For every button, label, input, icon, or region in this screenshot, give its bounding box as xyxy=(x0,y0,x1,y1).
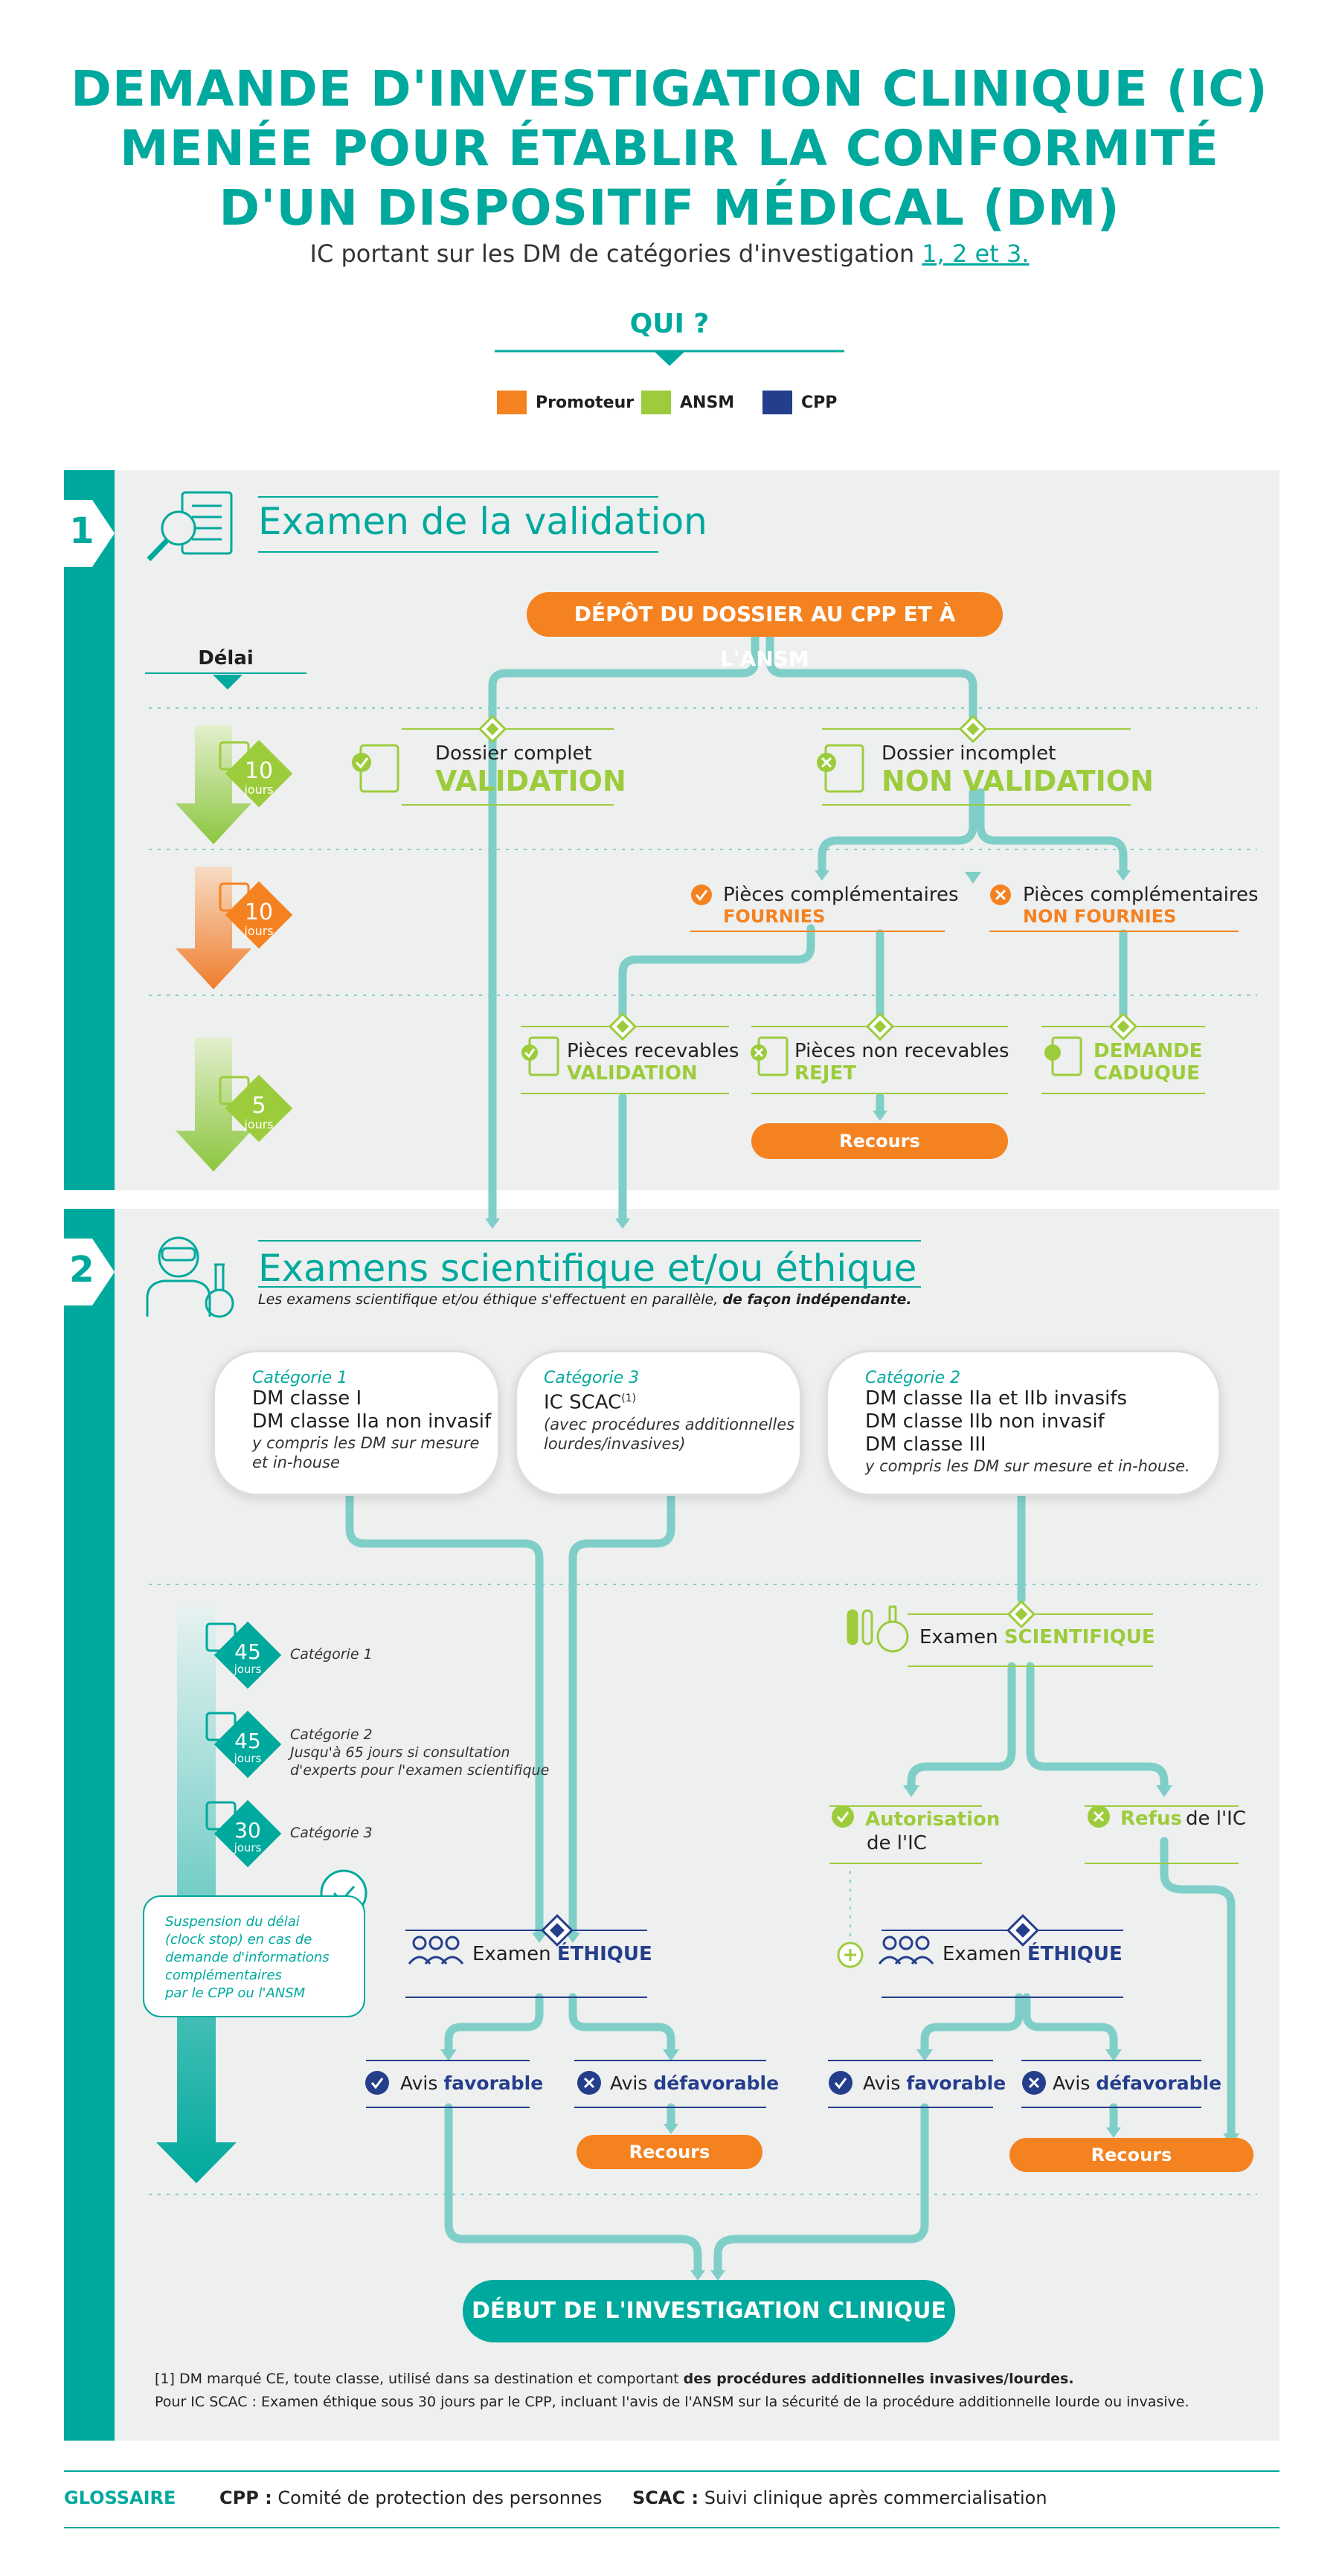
category-2-card: Catégorie 2 DM classe IIa et IIb invasif… xyxy=(826,1350,1221,1496)
pieces-non-fournies-node: Pièces complémentaires NON FOURNIES xyxy=(1023,884,1259,927)
avis-favorable-right: Avis favorable xyxy=(863,2072,1006,2094)
delay-arrow-section2 xyxy=(156,1607,237,2183)
avis-favorable-left: Avis favorable xyxy=(400,2072,544,2094)
suspension-box: Suspension du délai (clock stop) en cas … xyxy=(143,1895,365,2017)
delay-arrow-3 xyxy=(176,1038,251,1172)
timer-cat3-label: Catégorie 3 xyxy=(290,1825,373,1841)
timer-cat1-label: Catégorie 1 xyxy=(290,1646,373,1663)
footnote-2: Pour IC SCAC : Examen éthique sous 30 jo… xyxy=(155,2394,1189,2410)
title-line-3: D'UN DISPOSITIF MÉDICAL (DM) xyxy=(219,179,1120,237)
delai-label: Délai xyxy=(198,647,254,669)
qui-heading: QUI ? xyxy=(629,309,710,339)
autorisation-node: Autorisation de l'IC xyxy=(865,1808,1001,1854)
subtitle: IC portant sur les DM de catégories d'in… xyxy=(309,240,1030,268)
depot-dossier-node: DÉPÔT DU DOSSIER AU CPP ET À L'ANSM xyxy=(527,592,1003,671)
section-1-number: 1 xyxy=(69,510,94,552)
examen-scientifique-node: Examen SCIENTIFIQUE xyxy=(919,1626,1155,1648)
debut-investigation-node: DÉBUT DE L'INVESTIGATION CLINIQUE xyxy=(463,2280,955,2342)
pieces-recevables-node: Pièces recevables VALIDATION xyxy=(567,1040,739,1085)
avis-defavorable-left: Avis défavorable xyxy=(610,2072,780,2094)
categories-link[interactable]: 1, 2 et 3. xyxy=(922,240,1030,268)
examen-ethique-left: Examen ÉTHIQUE xyxy=(472,1943,652,1965)
recours-button-2: Recours xyxy=(577,2135,762,2169)
examen-ethique-right: Examen ÉTHIQUE xyxy=(943,1943,1123,1965)
section-2-title: Examens scientifique et/ou éthique xyxy=(258,1247,917,1290)
pieces-non-recevables-node: Pièces non recevables REJET xyxy=(794,1040,1009,1085)
legend-ansm: ANSM xyxy=(641,391,734,414)
dossier-complet-node: Dossier complet VALIDATION xyxy=(435,742,626,797)
section-1-title: Examen de la validation xyxy=(258,500,707,543)
category-3-card: Catégorie 3 IC SCAC(1) (avec procédures … xyxy=(515,1350,802,1496)
timer-cat2-label: Catégorie 2 Jusqu'à 65 jours si consulta… xyxy=(290,1727,550,1779)
footnote-1: [1] DM marqué CE, toute classe, utilisé … xyxy=(155,2371,1074,2387)
page-title: DEMANDE D'INVESTIGATION CLINIQUE (IC) ME… xyxy=(0,60,1339,238)
delay-arrow-2 xyxy=(176,867,251,989)
glossaire-scac: SCAC : Suivi clinique après commercialis… xyxy=(632,2487,1047,2508)
title-line-1: DEMANDE D'INVESTIGATION CLINIQUE (IC) xyxy=(71,60,1268,118)
dossier-incomplet-node: Dossier incomplet NON VALIDATION xyxy=(882,742,1154,797)
glossaire-cpp: CPP : Comité de protection des personnes xyxy=(219,2487,603,2508)
title-line-2: MENÉE POUR ÉTABLIR LA CONFORMITÉ xyxy=(119,120,1220,177)
avis-defavorable-right: Avis défavorable xyxy=(1053,2072,1222,2094)
section-1-panel xyxy=(64,470,1279,1190)
demande-caduque-node: DEMANDE CADUQUE xyxy=(1094,1040,1203,1085)
category-1-card: Catégorie 1 DM classe I DM classe IIa no… xyxy=(213,1350,500,1496)
section-1-band xyxy=(64,470,115,1190)
refus-node: Refus de l'IC xyxy=(1120,1808,1247,1830)
recours-button-3: Recours xyxy=(1009,2138,1253,2172)
recours-button-1: Recours xyxy=(751,1123,1008,1159)
section-2-band xyxy=(64,1209,115,2441)
section-2-number: 2 xyxy=(69,1249,94,1291)
legend-promoteur: Promoteur xyxy=(497,391,634,414)
qui-underline xyxy=(495,350,844,366)
legend-cpp: CPP xyxy=(762,391,837,414)
delay-arrow-1 xyxy=(176,725,251,844)
glossaire-label: GLOSSAIRE xyxy=(64,2487,176,2508)
pieces-fournies-node: Pièces complémentaires FOURNIES xyxy=(723,884,959,927)
section-2-description: Les examens scientifique et/ou éthique s… xyxy=(258,1291,912,1308)
